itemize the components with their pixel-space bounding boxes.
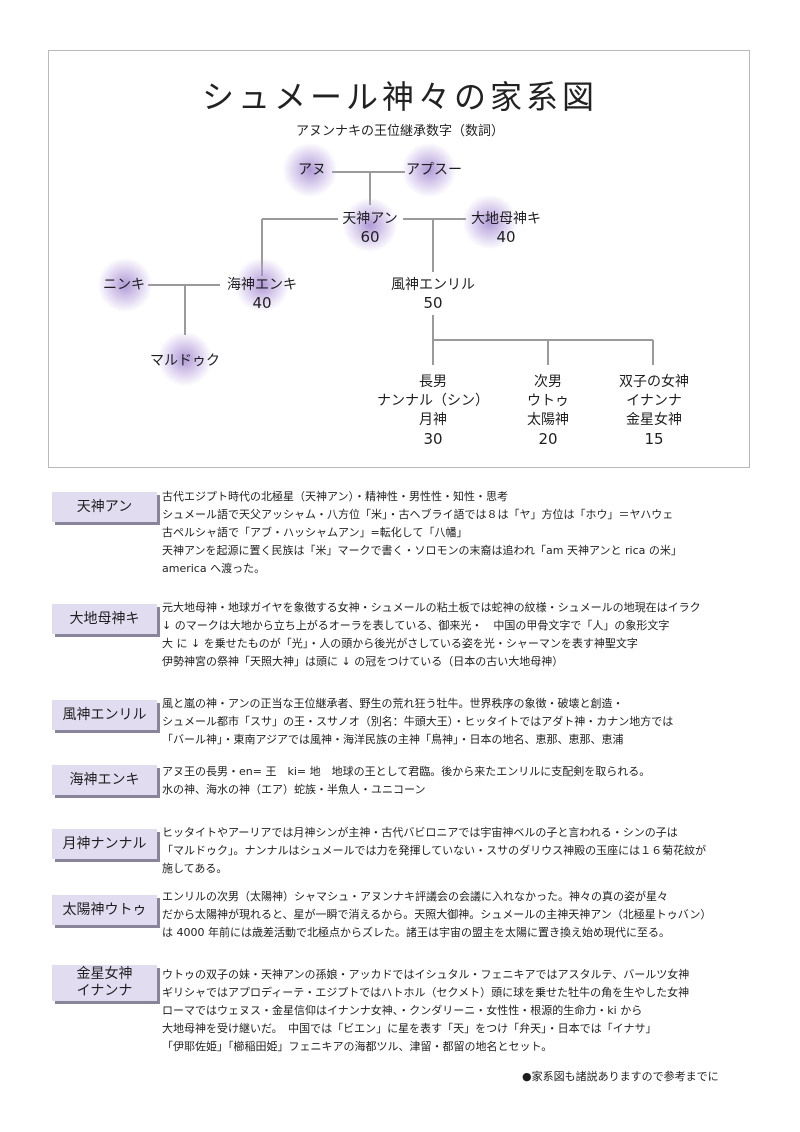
ki-glow — [463, 195, 517, 249]
tree-node-enlil: 風神エンリル 50 — [391, 277, 475, 312]
tree-node-marduk: マルドゥク — [150, 353, 220, 369]
label-utu: 太陽神ウトゥ — [52, 895, 157, 925]
tree-node-ninki: ニンキ — [103, 277, 145, 293]
enki-glow — [235, 258, 289, 312]
label-ki: 大地母神キ — [52, 604, 157, 634]
description-enlil: 風と嵐の神・アンの正当な王位継承者、野生の荒れ狂う牡牛。世界秩序の象徴・破壊と創… — [162, 697, 674, 746]
label-enlil: 風神エンリル — [52, 700, 157, 730]
marduk-glow — [158, 332, 212, 386]
tree-node-enki: 海神エンキ 40 — [227, 277, 297, 312]
label-an: 天神アン — [52, 492, 157, 522]
tree-node-an: 天神アン 60 — [342, 211, 398, 246]
apsu-glow — [402, 143, 456, 197]
description-an: 古代エジプト時代の北極星（天神アン）・精神性・男性性・知性・思考 シュメール語で… — [162, 490, 682, 575]
ninki-glow — [98, 258, 152, 312]
tree-node-anu: アヌ — [298, 162, 326, 178]
tree-node-nanna: 長男 ナンナル（シン） 月神 30 — [377, 374, 489, 448]
anu-glow — [283, 143, 337, 197]
tree-node-utu: 次男 ウトゥ 太陽神 20 — [527, 374, 569, 448]
label-enki: 海神エンキ — [52, 765, 157, 795]
label-inanna: 金星女神 イナンナ — [52, 965, 157, 1001]
tree-connector-lines — [148, 171, 654, 365]
description-inanna: ウトゥの双子の妹・天神アンの孫娘・アッカドではイシュタル・フェニキアではアスタル… — [162, 968, 690, 1053]
tree-node-apsu: アプスー — [406, 162, 462, 178]
description-enki: アヌ王の長男・en= 王 ki= 地 地球の王として君臨。後から来たエンリルに支… — [162, 765, 651, 796]
page-subtitle: アヌンナキの王位継承数字（数詞） — [295, 124, 504, 139]
tree-node-ki: 大地母神キ 40 — [471, 211, 541, 246]
family-tree-frame — [48, 50, 750, 468]
tree-node-inanna: 双子の女神 イナンナ 金星女神 15 — [619, 374, 689, 448]
description-nanna: ヒッタイトやアーリアでは月神シンが主神・古代バビロニアでは宇宙神ベルの子と言われ… — [162, 826, 707, 875]
page-title: シュメール神々の家系図 — [201, 78, 598, 116]
description-ki: 元大地母神・地球ガイヤを象徴する女神・シュメールの粘土板では蛇神の紋様・シュメー… — [162, 601, 701, 668]
description-utu: エンリルの次男（太陽神）シャマシュ・アヌンナキ評議会の会議に入れなかった。神々の… — [162, 890, 712, 939]
label-nanna: 月神ナンナル — [52, 829, 157, 859]
an-glow — [343, 198, 397, 252]
footnote: ●家系図も諸説ありますので参考までに — [522, 1070, 719, 1083]
